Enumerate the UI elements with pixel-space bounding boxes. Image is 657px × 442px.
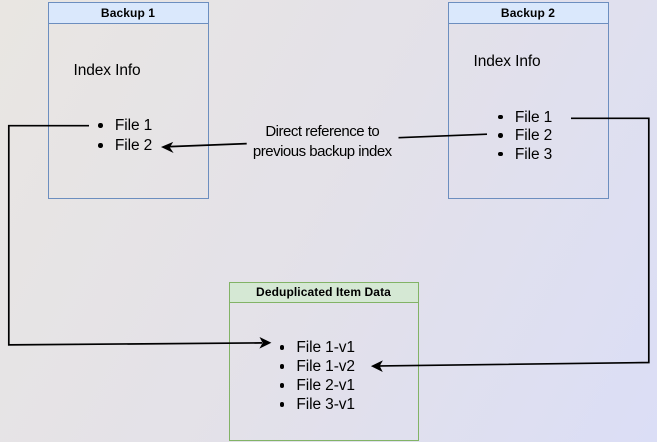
backup1-title: Backup 1: [48, 3, 208, 24]
list-item-label: File 1-v2: [296, 357, 355, 375]
backup1-node: Backup 1: [47, 2, 209, 199]
list-item: File 1: [98, 116, 152, 136]
bullet-icon: [279, 383, 285, 388]
edge-label-line1: Direct reference to: [265, 122, 380, 140]
bullet-icon: [498, 114, 503, 120]
bullet-icon: [98, 143, 103, 148]
list-item-label: File 1: [514, 108, 553, 126]
bullet-icon: [279, 364, 285, 369]
backup2-node: Backup 2: [447, 2, 609, 199]
bullet-icon: [279, 345, 285, 350]
edge-backup2-to-dedup: [370, 117, 650, 372]
list-item: File 2: [498, 126, 552, 145]
backup2-file-list: File 1 File 2 File 3: [498, 108, 552, 164]
bullet-icon: [498, 133, 503, 138]
bullet-icon: [498, 151, 503, 157]
list-item-label: File 2: [514, 127, 553, 144]
list-item-label: File 3: [514, 145, 553, 163]
backup2-title: Backup 2: [448, 3, 608, 24]
list-item-label: File 2-v1: [296, 376, 355, 394]
edge-backup1-to-dedup: [7, 124, 272, 349]
list-item: File 3: [498, 145, 552, 164]
list-item-label: File 1: [114, 117, 153, 134]
bullet-icon: [279, 402, 285, 407]
dedup-title: Deduplicated Item Data: [229, 282, 418, 303]
list-item: File 2-v1: [279, 376, 355, 395]
bullet-icon: [98, 123, 103, 128]
list-item: File 1-v2: [279, 357, 355, 376]
list-item-label: File 3-v1: [296, 395, 355, 413]
dedup-file-list: File 1-v1 File 1-v2 File 2-v1 File 3-v1: [279, 338, 355, 414]
backup1-file-list: File 1 File 2: [98, 116, 152, 156]
list-item: File 2: [98, 136, 152, 156]
list-item: File 1-v1: [279, 338, 355, 357]
edge-backup2-to-backup1: [161, 133, 488, 153]
dedup-node: Deduplicated Item Data: [228, 281, 419, 441]
edge-label-line2: previous backup index: [252, 142, 392, 160]
backup1-index-info-label: Index Info: [73, 61, 141, 79]
edge-label: Direct reference to previous backup inde…: [242, 122, 402, 163]
list-item-label: File 2: [114, 137, 153, 154]
list-item: File 1: [498, 108, 552, 127]
list-item-label: File 1-v1: [296, 338, 355, 356]
backup2-index-info-label: Index Info: [473, 53, 541, 70]
list-item: File 3-v1: [279, 395, 355, 414]
